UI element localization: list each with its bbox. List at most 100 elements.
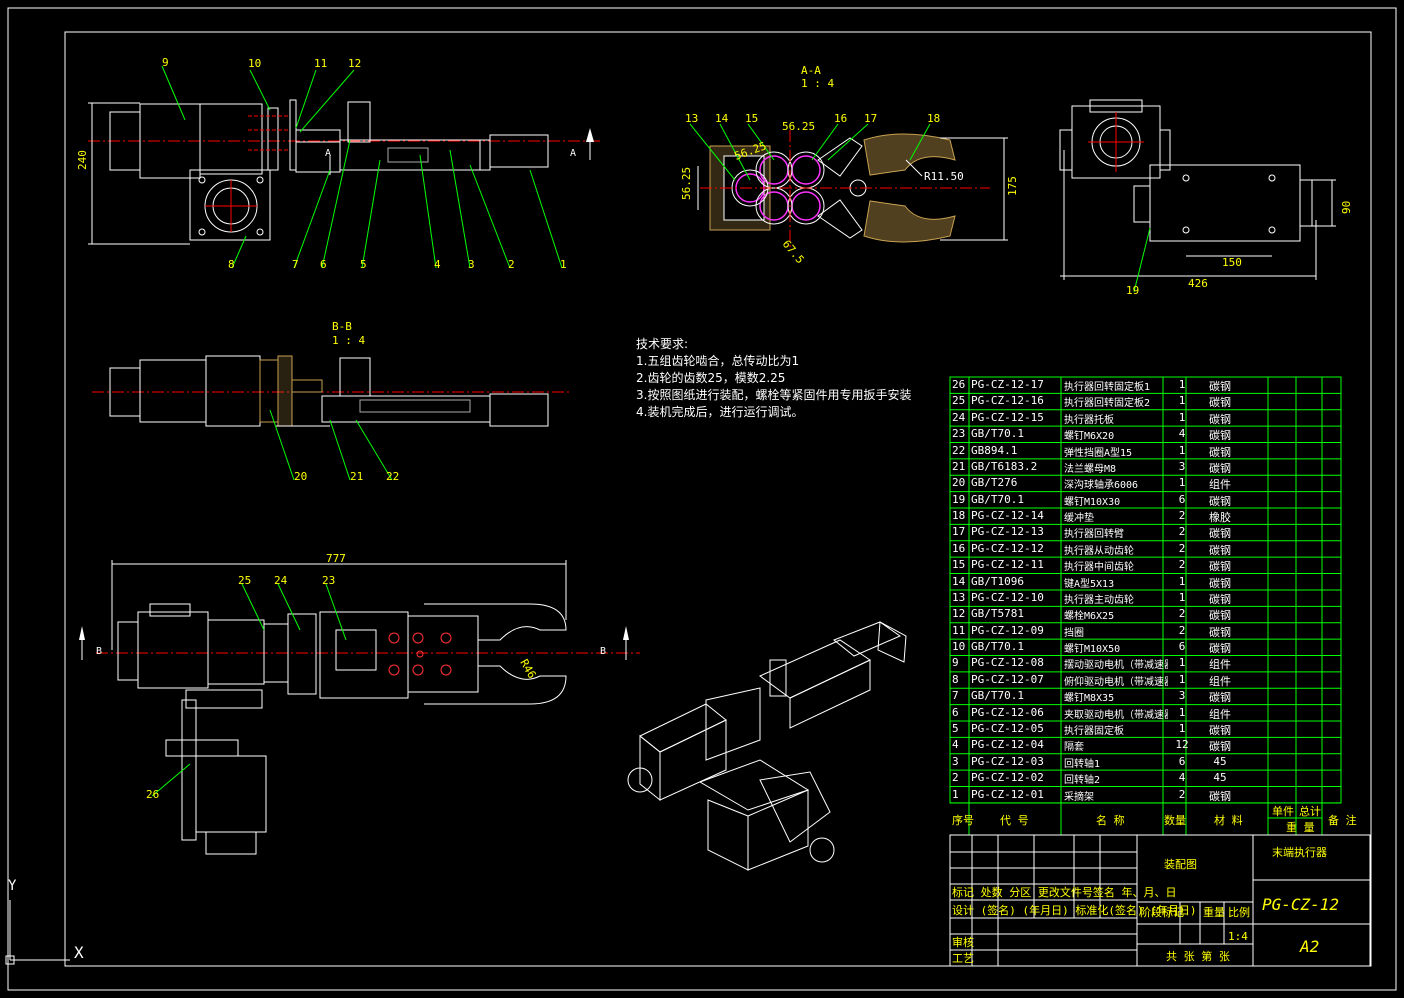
plan-view-holes <box>388 632 452 676</box>
tech-line: 3.按照图纸进行装配，螺栓等紧固件用专用扳手安装 <box>636 388 912 402</box>
bom-cell-seq: 10 <box>952 640 966 654</box>
bom-cell-material: 碳钢 <box>1209 527 1231 541</box>
title-scale: 1:4 <box>1228 930 1248 943</box>
callout-7: 7 <box>292 258 299 271</box>
technical-requirements: 技术要求: 1.五组齿轮啮合，总传动比为1 2.齿轮的齿数25，模数2.25 3… <box>636 336 911 421</box>
section-aa-scale: 1 : 4 <box>801 77 834 90</box>
callout-1: 1 <box>560 258 567 271</box>
bom-header-unit-weight: 单件 <box>1272 805 1294 818</box>
callout-16: 16 <box>834 112 847 125</box>
bom-header-code: 代 号 <box>1000 814 1029 827</box>
ucs-x-label: X <box>74 943 84 962</box>
bom-cell-seq: 1 <box>952 787 959 801</box>
title-sheet-size: A2 <box>1299 937 1319 956</box>
bom-cell-seq: 3 <box>952 754 959 768</box>
plan-view <box>79 560 640 855</box>
bom-header-seq: 序号 <box>952 813 974 827</box>
bom-cell-code: PG-CZ-12-01 <box>971 787 1044 801</box>
bom-cell-material: 45 <box>1213 771 1227 785</box>
bom-cell-seq: 23 <box>952 427 966 441</box>
bom-cell-name: 夹取驱动电机（带减速器） <box>1064 709 1168 721</box>
callout-19-leader <box>1133 227 1151 293</box>
bom-cell-code: PG-CZ-12-07 <box>971 672 1044 686</box>
bom-cell-seq: 17 <box>952 525 966 539</box>
bom-row: 23 GB/T70.1 螺钉M6X20 4 碳钢 <box>950 426 1341 442</box>
title-rev-row: 标记 处数 分区 更改文件号签名 年、月、日 <box>952 885 1177 899</box>
bom-cell-seq: 19 <box>952 492 966 506</box>
bom-cell-name: 执行器主动齿轮 <box>1064 594 1134 606</box>
bom-cell-code: PG-CZ-12-12 <box>971 541 1044 555</box>
callout-17: 17 <box>864 112 877 125</box>
bom-cell-qty: 2 <box>1178 509 1186 523</box>
callout-5: 5 <box>360 258 367 271</box>
callout-10: 10 <box>248 57 261 70</box>
front-view <box>88 99 600 245</box>
bom-cell-code: GB/T70.1 <box>971 492 1024 506</box>
bom-cell-name: 执行器中间齿轮 <box>1064 562 1134 574</box>
callout-24: 24 <box>274 574 288 587</box>
bom-header-total-weight: 总计 <box>1299 804 1321 818</box>
bom-cell-seq: 26 <box>952 378 966 391</box>
bom-cell-code: GB894.1 <box>971 443 1018 457</box>
bom-cell-name: 深沟球轴承6006 <box>1064 480 1139 492</box>
bom-cell-material: 碳钢 <box>1209 723 1231 737</box>
callout-18: 18 <box>927 112 940 125</box>
callout-12: 12 <box>348 57 361 70</box>
bom-cell-qty: 1 <box>1178 378 1186 391</box>
bom-cell-qty: 6 <box>1178 754 1186 768</box>
bom-cell-seq: 21 <box>952 459 966 473</box>
arrow-a-right-label: A <box>570 148 576 159</box>
bom-cell-material: 碳钢 <box>1209 429 1231 443</box>
bom-cell-seq: 9 <box>952 656 959 670</box>
bom-cell-material: 碳钢 <box>1209 592 1231 606</box>
callout-3: 3 <box>468 258 475 271</box>
bom-cell-name: 螺钉M6X20 <box>1064 431 1115 443</box>
bom-cell-name: 螺钉M10X30 <box>1064 496 1121 508</box>
arrow-b-right-label: B <box>600 646 606 657</box>
bom-cell-seq: 24 <box>952 410 966 424</box>
bom-cell-qty: 1 <box>1178 672 1186 686</box>
bom-cell-qty: 4 <box>1178 427 1186 441</box>
bom-cell-material: 碳钢 <box>1209 560 1231 574</box>
title-part-name: 末端执行器 <box>1272 845 1327 859</box>
title-check-label: 审核 <box>952 935 974 949</box>
bom-cell-name: 缓冲垫 <box>1064 513 1094 525</box>
bom-cell-material: 碳钢 <box>1209 494 1231 508</box>
bom-cell-name: 法兰螺母M8 <box>1064 463 1117 475</box>
bom-cell-material: 碳钢 <box>1209 543 1231 557</box>
bom-cell-material: 碳钢 <box>1209 642 1231 656</box>
bom-cell-name: 执行器回转固定板1 <box>1064 382 1151 393</box>
bom-cell-code: GB/T70.1 <box>971 689 1024 703</box>
bom-cell-qty: 2 <box>1178 623 1186 637</box>
bom-cell-qty: 2 <box>1178 607 1186 621</box>
bom-cell-material: 碳钢 <box>1209 625 1231 639</box>
section-aa-title: A-A <box>801 64 821 77</box>
inner-frame <box>64 31 1372 967</box>
tech-title: 技术要求: <box>636 337 689 351</box>
bom-cell-material: 碳钢 <box>1209 609 1231 623</box>
bom-cell-material: 碳钢 <box>1209 380 1231 393</box>
bom-cell-name: 执行器托板 <box>1064 414 1114 426</box>
bom-cell-qty: 2 <box>1178 525 1186 539</box>
dim-67-5: 67.5 <box>780 238 807 267</box>
bom-cell-seq: 7 <box>952 689 959 703</box>
title-drawing-type: 装配图 <box>1164 858 1197 871</box>
bom-cell-code: GB/T70.1 <box>971 427 1024 441</box>
bom-cell-qty: 2 <box>1178 541 1186 555</box>
arrow-b-left-label: B <box>96 646 102 657</box>
bom-cell-material: 组件 <box>1209 478 1231 492</box>
